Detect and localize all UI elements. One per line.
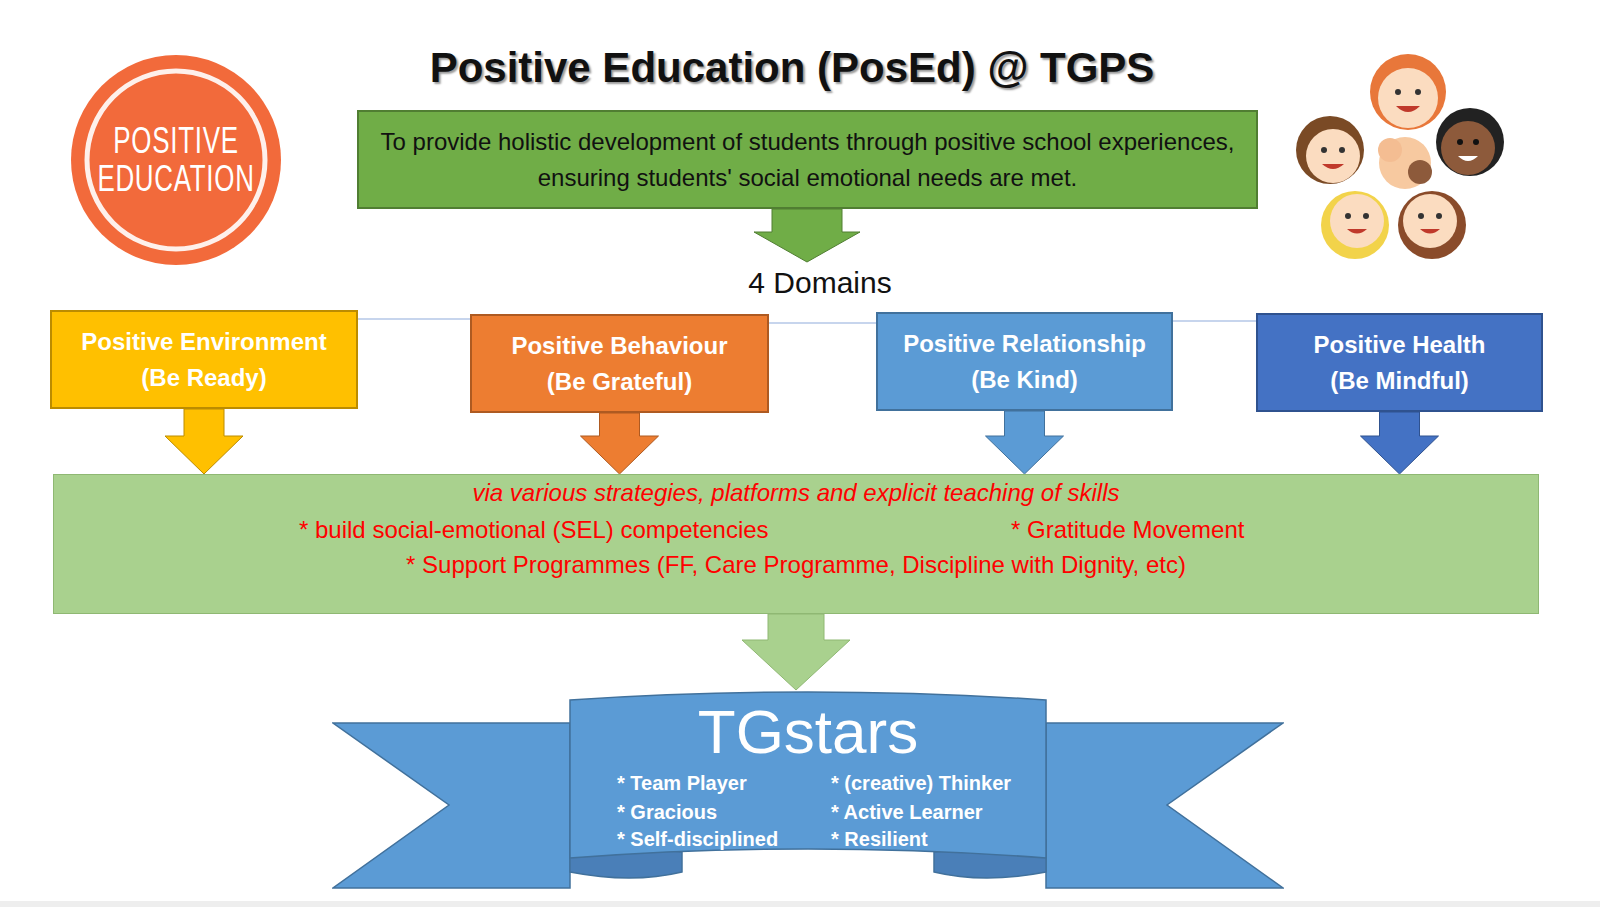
child-face [1370, 54, 1446, 130]
domain-link-line [769, 323, 876, 324]
ribbon-wing [333, 723, 570, 888]
hands [1379, 137, 1431, 189]
logo-badge: POSITIVE EDUCATION [70, 54, 282, 266]
domain-motto: (Be Ready) [141, 360, 266, 396]
domain-box: Positive Behaviour(Be Grateful) [470, 314, 769, 413]
domain-title: Positive Environment [81, 324, 326, 360]
block-arrow [742, 614, 850, 690]
children-illustration [1296, 54, 1504, 259]
ribbon-banner [570, 692, 1046, 858]
domain-link-line [358, 319, 470, 320]
attribute-item: * Resilient [831, 828, 928, 850]
strategy-text: * build social-emotional (SEL) competenc… [299, 515, 769, 545]
mission-box: To provide holistic development of stude… [357, 110, 1258, 209]
child-face [1321, 191, 1389, 259]
domain-motto: (Be Kind) [971, 362, 1078, 398]
domain-box: Positive Health(Be Mindful) [1256, 313, 1543, 412]
ribbon-title: TGstars [570, 698, 1046, 766]
domain-title: Positive Behaviour [511, 328, 727, 364]
domain-box: Positive Relationship(Be Kind) [876, 312, 1173, 411]
strategy-text: via various strategies, platforms and ex… [54, 478, 1538, 508]
attribute-item: * Self-disciplined [617, 828, 778, 850]
strategy-text: * Gratitude Movement [1011, 515, 1244, 545]
ribbon-wing [1046, 723, 1283, 888]
domain-motto: (Be Mindful) [1330, 363, 1469, 399]
attribute-item: * Gracious [617, 801, 717, 823]
page-title: Positive Education (PosEd) @ TGPS [292, 44, 1292, 92]
block-arrow [581, 413, 659, 474]
mission-text: To provide holistic development of stude… [379, 124, 1236, 196]
domain-count-label: 4 Domains [700, 266, 940, 300]
logo-disc [71, 55, 281, 265]
mission-arrow [754, 209, 860, 262]
logo-ring [87, 71, 265, 249]
bottom-strip [0, 901, 1600, 907]
domain-title: Positive Relationship [903, 326, 1146, 362]
child-face [1296, 116, 1364, 184]
attribute-item: * Active Learner [831, 801, 983, 823]
strategy-band: via various strategies, platforms and ex… [53, 474, 1539, 614]
domain-box: Positive Environment(Be Ready) [50, 310, 358, 409]
hand [1408, 160, 1432, 184]
link-stroke [769, 322, 876, 324]
block-arrow [986, 411, 1064, 474]
domain-link-line [1173, 321, 1256, 322]
domain-title: Positive Health [1313, 327, 1485, 363]
domain-motto: (Be Grateful) [547, 364, 692, 400]
link-stroke [358, 318, 470, 320]
block-arrow [1361, 412, 1439, 474]
logo-text: POSITIVE EDUCATION [90, 122, 263, 198]
attribute-item: * Team Player [617, 772, 747, 794]
outcome-ribbon: TGstars * Team Player * (creative) Thinker… [332, 690, 1284, 890]
link-stroke [1173, 320, 1256, 322]
block-arrow [165, 409, 243, 474]
hand [1378, 138, 1402, 162]
child-face [1436, 108, 1504, 176]
attribute-item: * (creative) Thinker [831, 772, 1011, 794]
strategy-text: * Support Programmes (FF, Care Programme… [54, 550, 1538, 580]
child-face [1398, 191, 1466, 259]
